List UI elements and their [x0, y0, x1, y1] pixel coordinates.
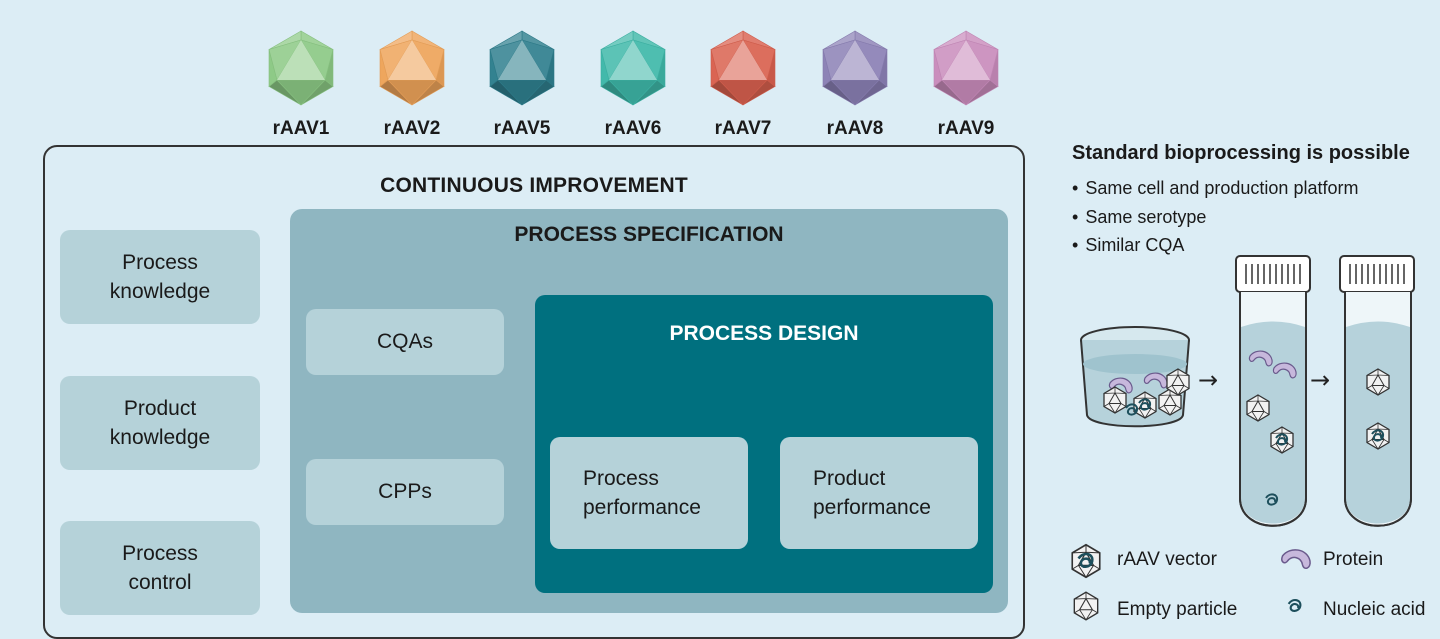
continuous-improvement-title: CONTINUOUS IMPROVEMENT: [380, 174, 688, 197]
serotype-label: rAAV8: [826, 118, 884, 139]
serotype-raav5: rAAV5: [482, 28, 562, 140]
bioprocessing-bullets: Same cell and production platform Same s…: [1072, 174, 1358, 260]
process-specification-panel: PROCESS SPECIFICATION CQAs CPPs PROCESS …: [290, 209, 1008, 613]
bullet-item: Same serotype: [1072, 203, 1358, 232]
tube-icon: [1235, 255, 1311, 527]
serotype-label: rAAV7: [714, 118, 772, 139]
process-design-panel: PROCESS DESIGN Process performance Produ…: [535, 295, 993, 593]
bioprocessing-heading: Standard bioprocessing is possible: [1072, 142, 1410, 164]
capsid-icon: [600, 30, 666, 106]
process-performance-box: Process performance: [550, 437, 748, 549]
product-knowledge-box: Product knowledge: [60, 376, 260, 470]
nucleic-acid-legend-icon: [1287, 598, 1302, 612]
capsid-icon: [933, 30, 999, 106]
serotype-raav6: rAAV6: [593, 28, 673, 140]
protein-legend-icon: [1281, 549, 1311, 570]
capsid-icon: [710, 30, 776, 106]
serotype-label: rAAV5: [493, 118, 551, 139]
cqas-label: CQAs: [376, 330, 433, 353]
serotype-label: rAAV9: [937, 118, 995, 139]
product-knowledge-label: Product knowledge: [109, 397, 211, 449]
process-knowledge-box: Process knowledge: [60, 230, 260, 324]
process-specification-title: PROCESS SPECIFICATION: [514, 223, 784, 246]
cpps-box: CPPs: [306, 459, 504, 525]
process-control-label: Process control: [122, 542, 198, 594]
arrow-icon: →: [1198, 366, 1218, 394]
cpps-label: CPPs: [378, 480, 432, 503]
process-knowledge-label: Process knowledge: [109, 251, 211, 303]
process-control-box: Process control: [60, 521, 260, 615]
capsid-icon: [268, 30, 334, 106]
continuous-improvement-frame: CONTINUOUS IMPROVEMENT Process knowledge…: [43, 145, 1025, 639]
serotype-label: rAAV6: [604, 118, 662, 139]
cqas-box: CQAs: [306, 309, 504, 375]
serotype-raav1: rAAV1: [261, 28, 341, 140]
process-performance-label: Process performance: [583, 467, 701, 519]
serotype-label: rAAV1: [272, 118, 330, 139]
bullet-item: Similar CQA: [1072, 231, 1358, 260]
process-design-title: PROCESS DESIGN: [669, 322, 859, 345]
capsid-icon: [822, 30, 888, 106]
protein-legend-label: Protein: [1323, 549, 1384, 570]
serotype-raav9: rAAV9: [926, 28, 1006, 140]
arrow-icon: →: [1310, 366, 1330, 394]
product-performance-label: Product performance: [813, 467, 931, 519]
culture-vessel-icon: [1080, 326, 1190, 428]
empty-particle-legend-label: Empty particle: [1117, 599, 1238, 620]
serotype-raav7: rAAV7: [703, 28, 783, 140]
serotype-raav2: rAAV2: [372, 28, 452, 140]
capsid-icon: [379, 30, 445, 106]
raav-vector-legend-icon: [1071, 543, 1101, 579]
product-performance-box: Product performance: [780, 437, 978, 549]
bullet-item: Same cell and production platform: [1072, 174, 1358, 203]
nucleic-acid-legend-label: Nucleic acid: [1323, 599, 1426, 620]
serotype-label: rAAV2: [383, 118, 441, 139]
purification-illustration: → →: [1080, 255, 1415, 527]
capsid-icon: [489, 30, 555, 106]
raav-vector-legend-label: rAAV vector: [1117, 549, 1217, 570]
serotype-raav8: rAAV8: [815, 28, 895, 140]
empty-particle-legend-icon: [1073, 591, 1099, 621]
tube-icon: [1339, 255, 1415, 527]
